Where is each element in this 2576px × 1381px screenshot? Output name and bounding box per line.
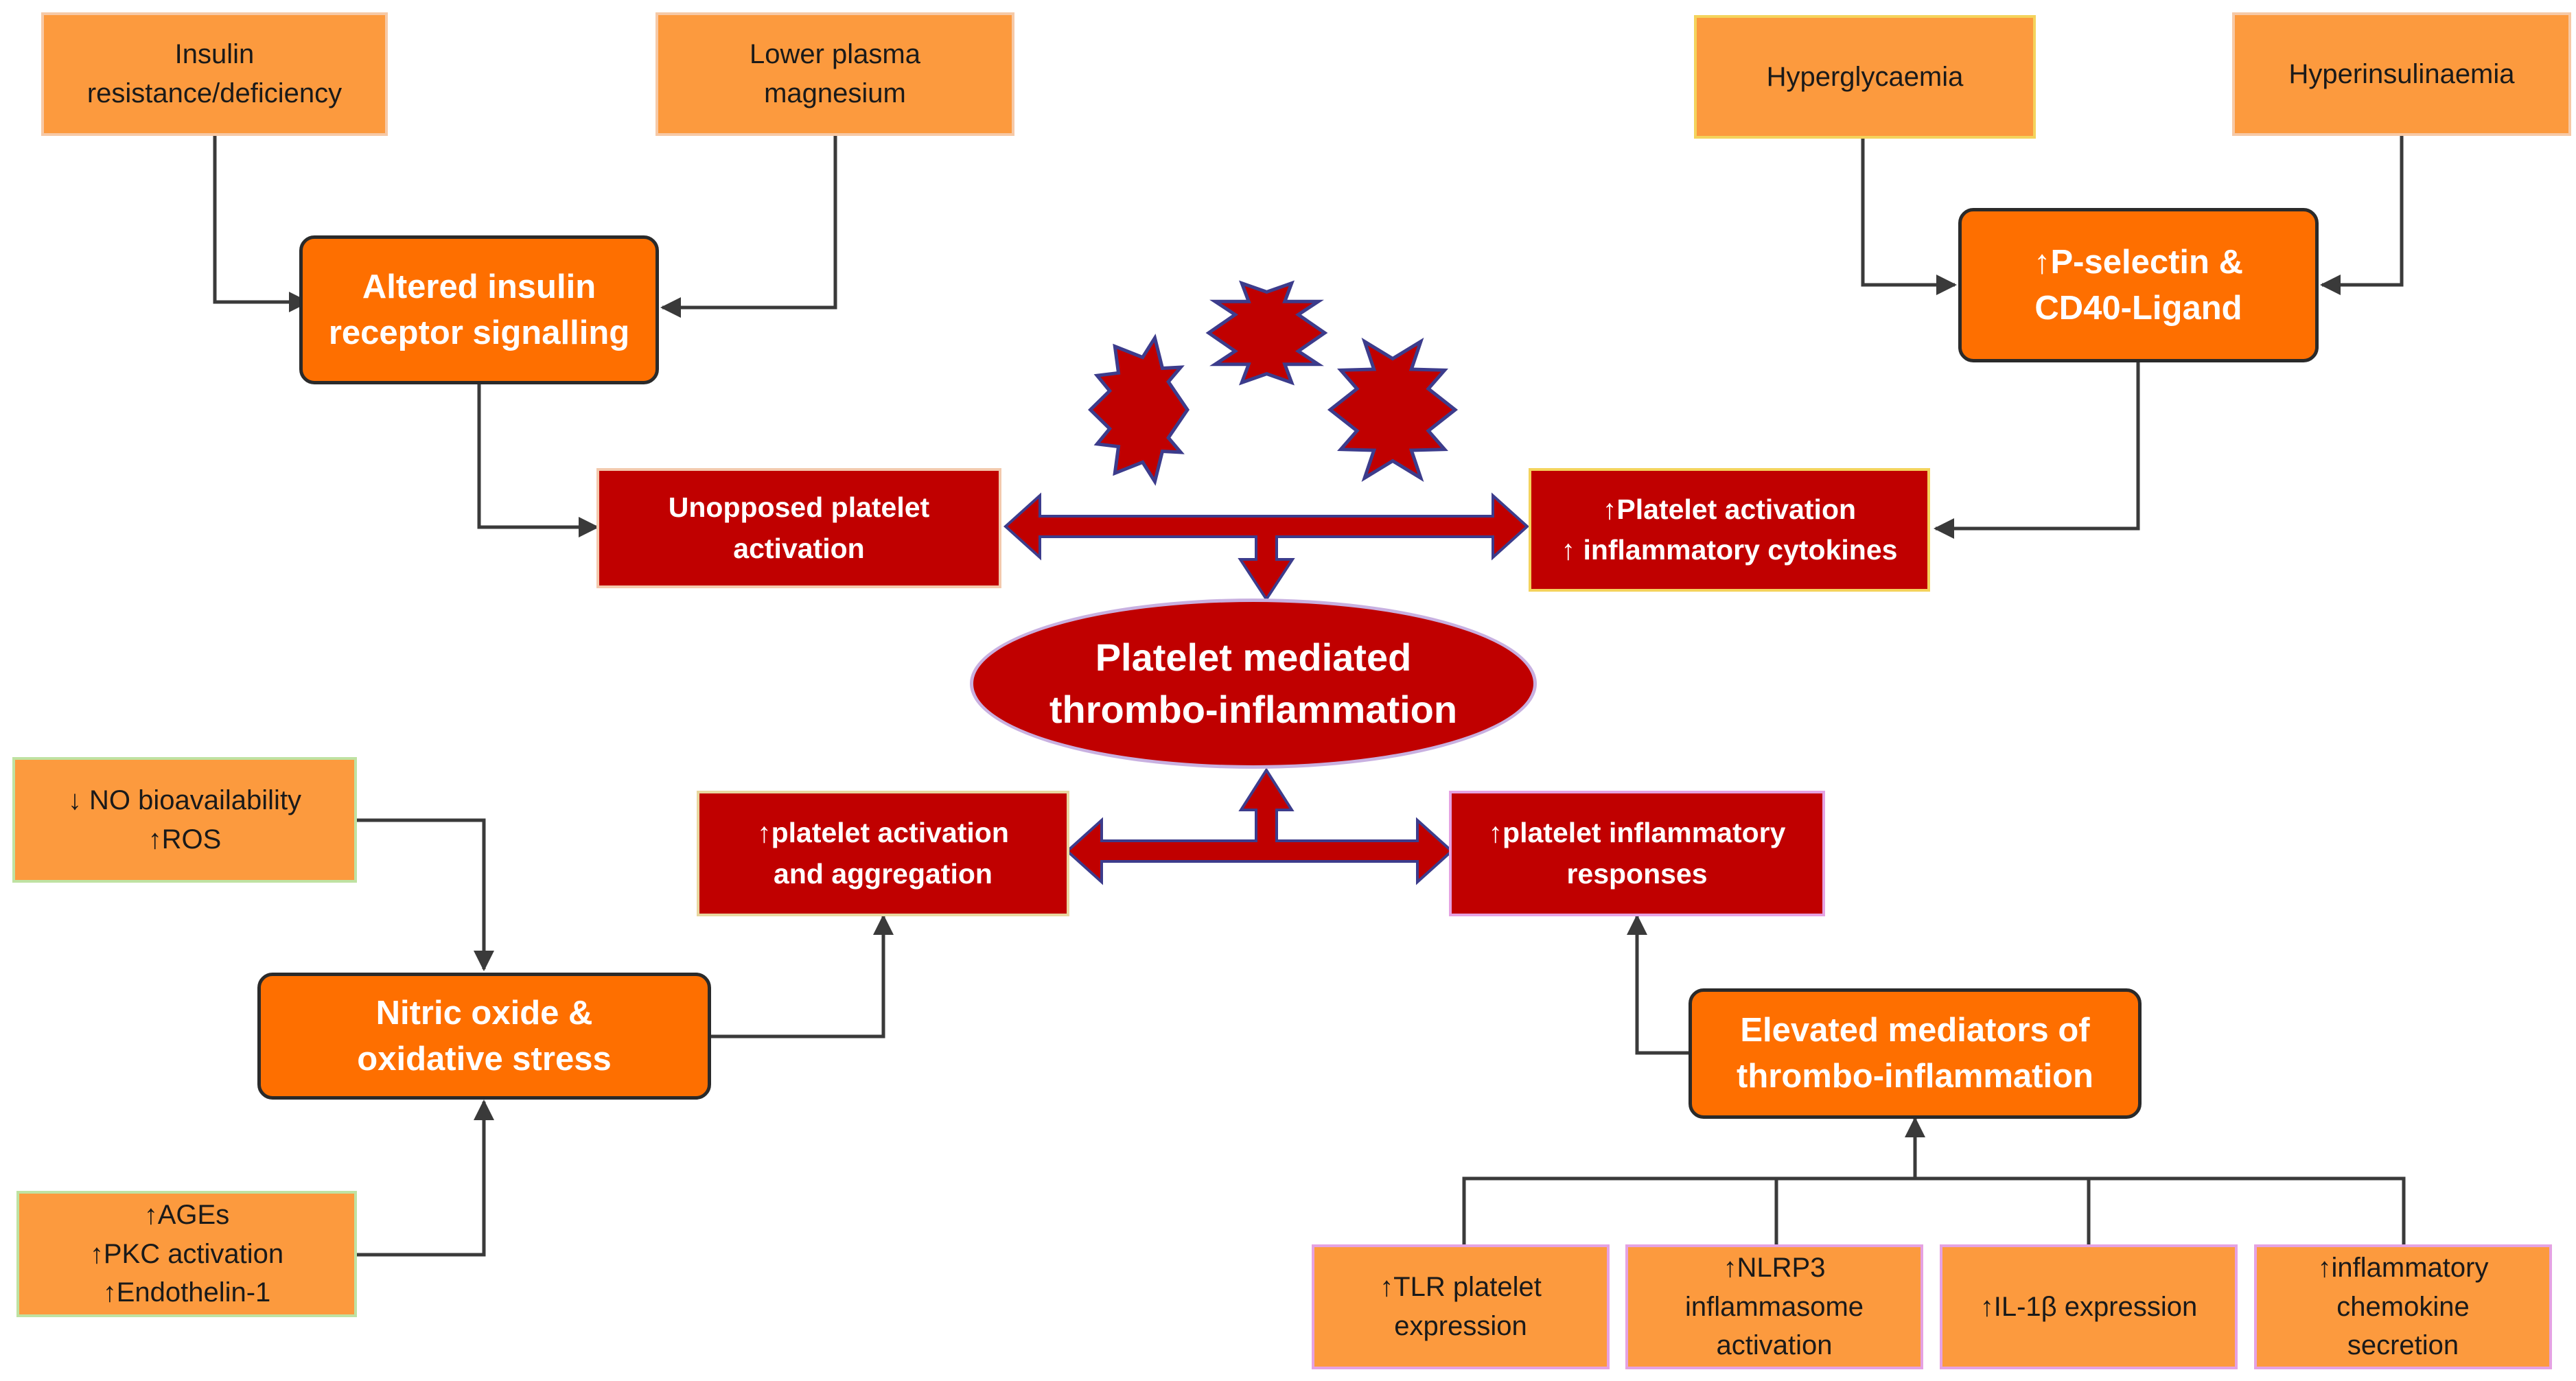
block-arrow-bottom [1065,767,1454,885]
connector-altered-to-unopposed [477,384,599,537]
block-arrow-top [1003,492,1529,602]
central-thrombo-inflammation-oval: Platelet mediated thrombo-inflammation [970,599,1537,769]
lower-magnesium-label: Lower plasma magnesium [749,39,920,108]
central-thrombo-inflammation-label: Platelet mediated thrombo-inflammation [1049,636,1458,731]
tlr-expression-label: ↑TLR platelet expression [1380,1272,1542,1341]
platelet-activation-cytokines-box: ↑Platelet activation ↑ inflammatory cyto… [1529,468,1930,592]
hyperglycaemia-box: Hyperglycaemia [1694,15,2036,139]
tlr-expression-box: ↑TLR platelet expression [1312,1244,1610,1369]
unopposed-platelet-activation-label: Unopposed platelet activation [668,491,930,564]
nlrp3-inflammasome-label: ↑NLRP3 inflammasome activation [1684,1252,1864,1361]
platelet-inflammatory-responses-label: ↑platelet inflammatory responses [1488,817,1786,890]
hyperglycaemia-label: Hyperglycaemia [1766,61,1964,92]
connector-hyperinsulinaemia-to-pselectin [2320,136,2404,295]
no-ros-label: ↓ NO bioavailability ↑ROS [67,785,302,855]
il1b-expression-box: ↑IL-1β expression [1940,1244,2238,1369]
connector-nitric-to-aggregation [711,914,894,1038]
platelet-inflammatory-responses-box: ↑platelet inflammatory responses [1449,791,1825,916]
platelet-activation-aggregation-box: ↑platelet activation and aggregation [697,791,1069,916]
platelet-activation-aggregation-label: ↑platelet activation and aggregation [757,817,1009,890]
inflammatory-chemokine-label: ↑inflammatory chemokine secretion [2317,1252,2489,1361]
insulin-resistance-box: Insulin resistance/deficiency [41,12,388,136]
platelet-activation-cytokines-label: ↑Platelet activation ↑ inflammatory cyto… [1561,493,1898,566]
starburst-top-icon [1205,280,1328,386]
insulin-resistance-label: Insulin resistance/deficiency [86,39,343,108]
connector-pselectin-to-activation [1934,362,2140,539]
p-selectin-cd40-box: ↑P-selectin & CD40-Ligand [1958,208,2319,362]
hyperinsulinaemia-label: Hyperinsulinaemia [2288,58,2515,89]
connector-ages-to-nitric [357,1100,494,1257]
connector-bracket [1462,1176,2406,1246]
nitric-oxide-oxidative-stress-label: Nitric oxide & oxidative stress [357,994,612,1078]
lower-magnesium-box: Lower plasma magnesium [655,12,1014,136]
il1b-expression-label: ↑IL-1β expression [1980,1291,2198,1322]
inflammatory-chemokine-box: ↑inflammatory chemokine secretion [2254,1244,2552,1369]
p-selectin-cd40-label: ↑P-selectin & CD40-Ligand [2034,243,2243,327]
starburst-right-icon [1327,337,1459,483]
elevated-mediators-box: Elevated mediators of thrombo-inflammati… [1689,988,2142,1119]
hyperinsulinaemia-box: Hyperinsulinaemia [2232,12,2571,136]
nitric-oxide-oxidative-stress-box: Nitric oxide & oxidative stress [257,973,711,1100]
nlrp3-inflammasome-box: ↑NLRP3 inflammasome activation [1625,1244,1923,1369]
connector-noros-to-nitric [357,818,494,971]
connector-hyperglycaemia-to-pselectin [1861,139,1957,295]
altered-insulin-signalling-label: Altered insulin receptor signalling [328,268,630,351]
no-ros-box: ↓ NO bioavailability ↑ROS [12,757,357,883]
ages-pkc-endothelin-label: ↑AGEs ↑PKC activation ↑Endothelin-1 [89,1199,284,1308]
connector-mediators-to-responses [1627,914,1689,1055]
altered-insulin-signalling-box: Altered insulin receptor signalling [299,235,659,384]
ages-pkc-endothelin-box: ↑AGEs ↑PKC activation ↑Endothelin-1 [16,1191,357,1317]
unopposed-platelet-activation-box: Unopposed platelet activation [596,468,1001,588]
connector-insulin-to-altered [213,136,310,312]
starburst-left-icon [1088,334,1190,486]
elevated-mediators-label: Elevated mediators of thrombo-inflammati… [1737,1012,2093,1095]
connector-magnesium-to-altered [660,136,837,318]
